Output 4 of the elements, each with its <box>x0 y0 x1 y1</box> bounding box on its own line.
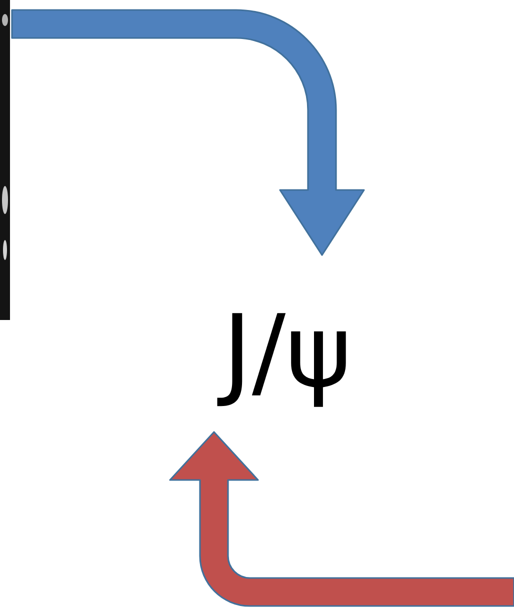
photo-drawing <box>0 0 10 320</box>
symbol-label: J/ψ <box>217 313 346 407</box>
bent-arrow <box>11 9 365 256</box>
bent-arrow <box>169 431 514 607</box>
